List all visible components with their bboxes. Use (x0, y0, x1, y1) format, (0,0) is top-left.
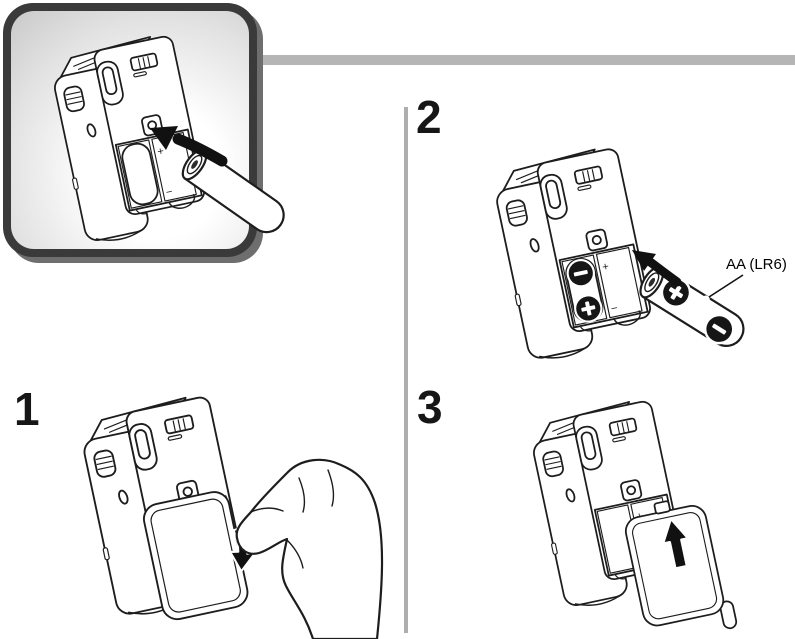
step-3-number: 3 (417, 381, 443, 433)
center-vertical-rule (404, 107, 408, 633)
arrow-shaft (644, 256, 682, 287)
step2-insertion-arrow (632, 250, 682, 287)
step-3-illustration (524, 396, 738, 630)
step2-loose-battery (634, 262, 751, 354)
finger-crease-2 (327, 469, 335, 507)
step-2-illustration: AA (LR6) (487, 144, 787, 366)
arrow-head (632, 250, 656, 271)
hero-illustration (45, 31, 292, 247)
cover-lip (719, 600, 738, 630)
hand (235, 458, 384, 639)
step-1-illustration (74, 392, 384, 639)
arrow-shaft (172, 133, 228, 167)
step-2-number: 2 (416, 91, 442, 143)
step2-device (487, 144, 658, 366)
loose-battery-polarity-symbols (660, 277, 735, 345)
finger-crease-1 (298, 477, 306, 513)
hero-insertion-arrow (150, 126, 228, 167)
step1-device (74, 392, 252, 623)
thumb-web-line (286, 539, 304, 569)
top-horizontal-rule (252, 55, 795, 65)
cover-latch (653, 500, 671, 515)
hand-outline (235, 458, 384, 639)
plus-bar-v (670, 285, 682, 300)
arrow-head (150, 126, 178, 150)
battery-label-leader (708, 274, 744, 298)
step-1-number: 1 (14, 383, 40, 435)
label-anchor-dot (701, 295, 710, 304)
index-finger-line (250, 507, 284, 513)
step3-device (524, 396, 738, 630)
step3-slide-up-arrow (661, 517, 690, 571)
minus-bar (712, 323, 727, 335)
step3-cover-slid (622, 500, 738, 630)
battery-type-label: AA (LR6) (726, 256, 787, 273)
